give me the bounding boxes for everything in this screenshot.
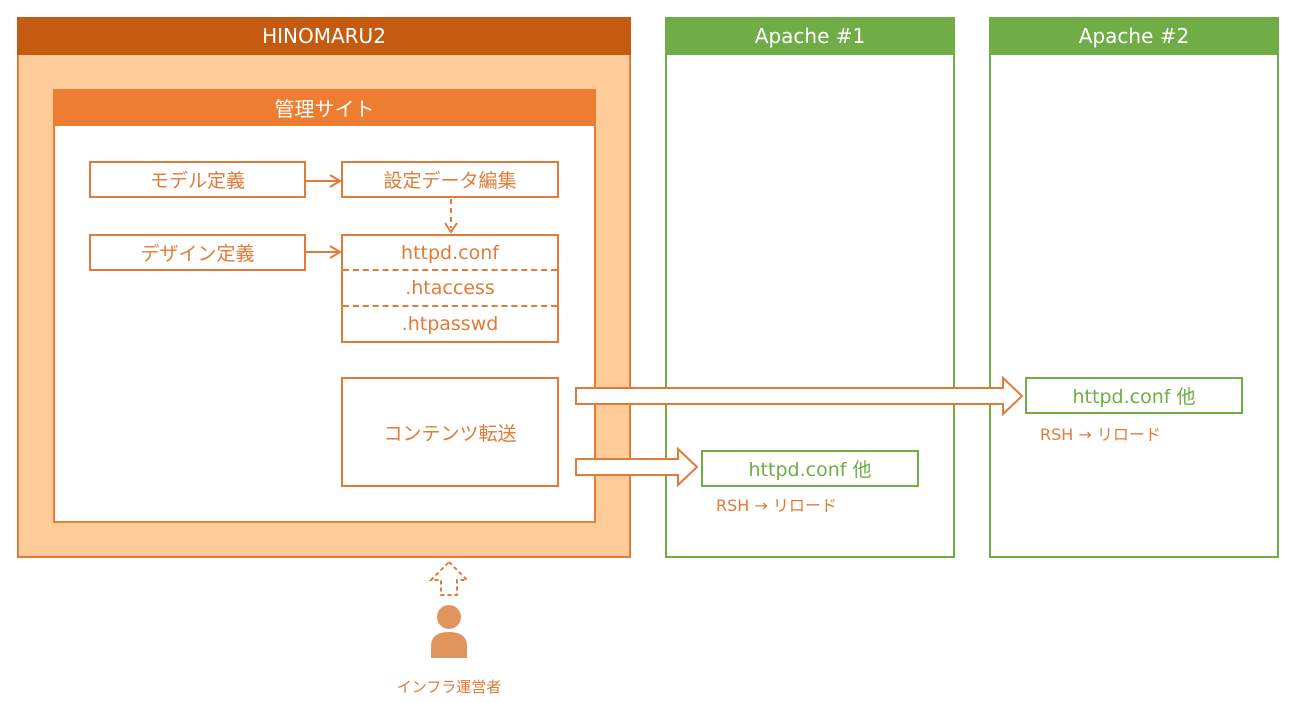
- file-htpasswd: .htpasswd: [401, 313, 499, 335]
- apache1-file-box: httpd.conf 他: [701, 450, 919, 487]
- file-httpd-conf: httpd.conf: [343, 236, 557, 271]
- model-definition-box: モデル定義: [89, 161, 306, 198]
- config-edit-box: 設定データ編集: [341, 161, 559, 198]
- operator-label: インフラ運営者: [396, 678, 502, 696]
- file-htaccess: .htaccess: [343, 271, 557, 307]
- admin-site-title: 管理サイト: [274, 97, 375, 121]
- hinomaru-header: HINOMARU2: [17, 17, 631, 55]
- config-files-box: httpd.conf .htaccess .htpasswd: [341, 234, 559, 343]
- model-definition-label: モデル定義: [149, 170, 245, 192]
- apache2-panel: [989, 17, 1279, 558]
- design-definition-box: デザイン定義: [89, 234, 306, 271]
- apache1-note: RSH → リロード: [716, 496, 837, 515]
- admin-site-header: 管理サイト: [53, 89, 596, 126]
- content-transfer-label: コンテンツ転送: [383, 422, 517, 445]
- content-transfer-box: コンテンツ転送: [341, 377, 559, 487]
- apache2-header: Apache #2: [989, 17, 1279, 55]
- apache2-file-box: httpd.conf 他: [1025, 377, 1243, 414]
- design-definition-label: デザイン定義: [140, 243, 255, 265]
- operator-up-arrow: [428, 560, 470, 596]
- config-edit-label: 設定データ編集: [383, 170, 517, 192]
- apache1-title: Apache #1: [754, 24, 866, 48]
- person-icon: [431, 605, 467, 658]
- apache2-file-label: httpd.conf 他: [1072, 386, 1196, 408]
- apache1-header: Apache #1: [665, 17, 955, 55]
- hinomaru-title: HINOMARU2: [262, 24, 386, 48]
- apache2-note: RSH → リロード: [1040, 425, 1161, 444]
- apache2-title: Apache #2: [1078, 24, 1190, 48]
- apache1-file-label: httpd.conf 他: [748, 459, 872, 481]
